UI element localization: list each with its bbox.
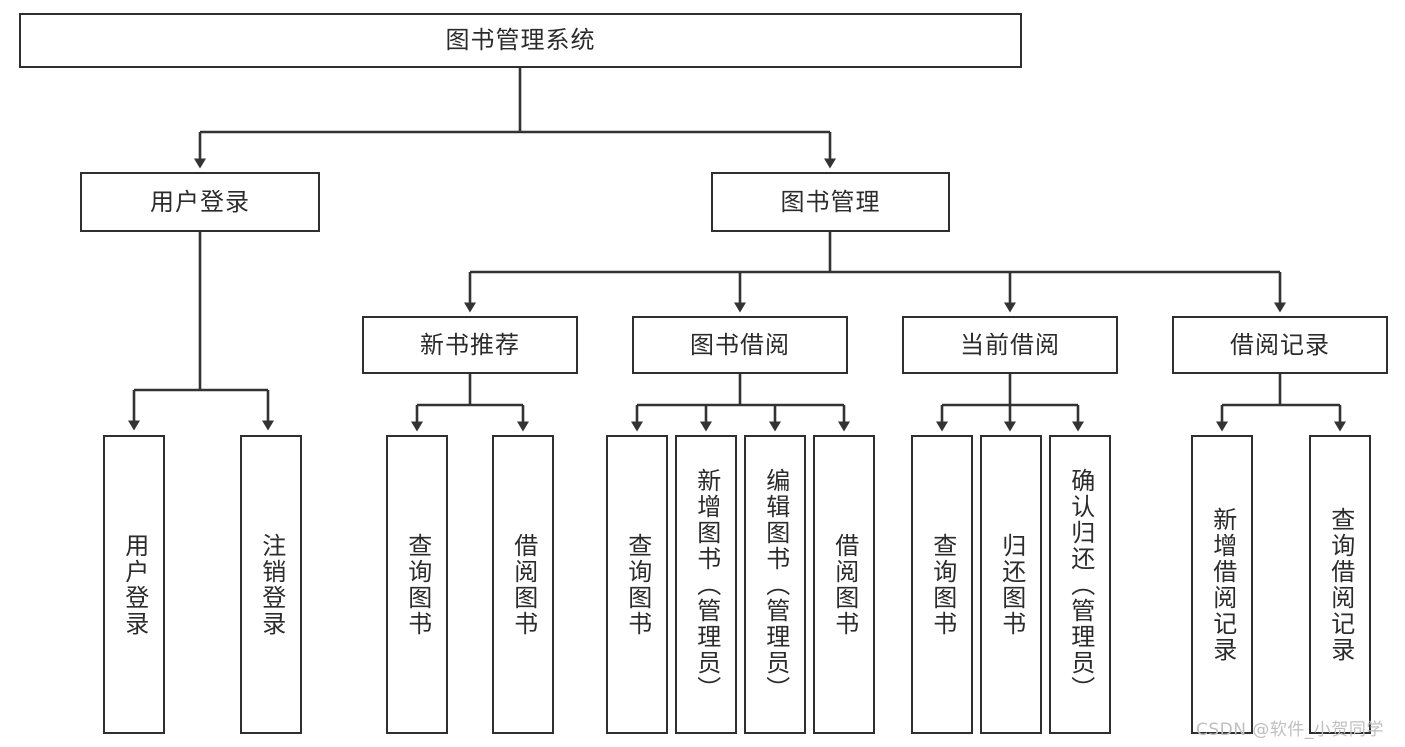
leaf-borrow-book-recommend[interactable]: 借阅图书 xyxy=(492,435,554,734)
node-label: 用户登录 xyxy=(120,532,149,637)
node-label: 当前借阅 xyxy=(960,330,1060,359)
node-label: 查询图书 xyxy=(623,532,652,637)
leaf-query-borrow-record[interactable]: 查询借阅记录 xyxy=(1309,435,1371,734)
node-label: 借阅图书 xyxy=(509,532,538,637)
node-borrow-record[interactable]: 借阅记录 xyxy=(1172,316,1388,374)
leaf-query-book-recommend[interactable]: 查询图书 xyxy=(386,435,448,734)
node-label: 归还图书 xyxy=(997,532,1026,637)
node-label: 编辑图书（管理员） xyxy=(761,467,790,702)
node-book-borrow[interactable]: 图书借阅 xyxy=(632,316,848,374)
node-label: 注销登录 xyxy=(257,532,286,637)
leaf-return-book[interactable]: 归还图书 xyxy=(980,435,1042,734)
node-label: 查询图书 xyxy=(403,532,432,637)
leaf-confirm-return-admin[interactable]: 确认归还（管理员） xyxy=(1049,435,1111,734)
node-new-book-recommend[interactable]: 新书推荐 xyxy=(362,316,578,374)
leaf-logout-login[interactable]: 注销登录 xyxy=(240,435,302,734)
node-root-system[interactable]: 图书管理系统 xyxy=(19,13,1022,68)
leaf-add-book-admin[interactable]: 新增图书（管理员） xyxy=(675,435,737,734)
leaf-query-book-current[interactable]: 查询图书 xyxy=(911,435,973,734)
node-label: 新增图书（管理员） xyxy=(692,467,721,702)
node-label: 查询图书 xyxy=(928,532,957,637)
node-label: 用户登录 xyxy=(150,187,250,216)
node-label: 借阅记录 xyxy=(1230,330,1330,359)
leaf-borrow-book[interactable]: 借阅图书 xyxy=(813,435,875,734)
node-book-manage[interactable]: 图书管理 xyxy=(711,172,950,232)
node-label: 图书管理系统 xyxy=(445,26,596,55)
leaf-edit-book-admin[interactable]: 编辑图书（管理员） xyxy=(744,435,806,734)
leaf-user-login[interactable]: 用户登录 xyxy=(103,435,165,734)
node-label: 借阅图书 xyxy=(830,532,859,637)
node-current-borrow[interactable]: 当前借阅 xyxy=(902,316,1118,374)
leaf-add-borrow-record[interactable]: 新增借阅记录 xyxy=(1191,435,1253,734)
csdn-watermark: CSDN @软件_小贺同学 xyxy=(1196,720,1384,740)
node-label: 新增借阅记录 xyxy=(1208,506,1237,663)
node-label: 图书借阅 xyxy=(690,330,790,359)
node-label: 图书管理 xyxy=(780,187,881,216)
node-label: 新书推荐 xyxy=(420,330,520,359)
node-label: 查询借阅记录 xyxy=(1326,506,1355,663)
node-user-login[interactable]: 用户登录 xyxy=(80,172,320,232)
node-label: 确认归还（管理员） xyxy=(1066,467,1095,702)
leaf-query-book-borrow[interactable]: 查询图书 xyxy=(606,435,668,734)
